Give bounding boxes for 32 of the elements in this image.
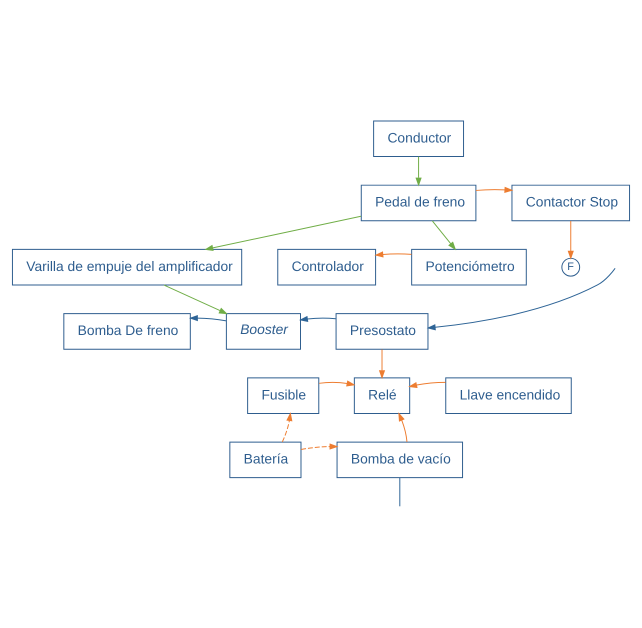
- node-box: Varilla de empuje del amplificador: [12, 248, 242, 286]
- node-box: Controlador: [277, 248, 376, 286]
- arrow: [188, 314, 227, 322]
- arrow: [300, 443, 338, 450]
- node-box: Relé: [354, 377, 410, 414]
- node-box: Bomba de vacío: [336, 442, 464, 478]
- node-box: Batería: [229, 442, 302, 478]
- arrow: [374, 251, 412, 258]
- node-box: Potenciómetro: [411, 248, 527, 286]
- node-box: Pedal de freno: [360, 184, 476, 222]
- node-box: Llave encendido: [445, 377, 572, 414]
- connector: [399, 477, 400, 507]
- arrow: [282, 412, 292, 442]
- arrow: [415, 156, 422, 186]
- node-box: Bomba De freno: [63, 313, 191, 350]
- arrow: [378, 348, 386, 380]
- node-box: Booster: [226, 313, 301, 350]
- node-box: Presostato: [336, 313, 428, 350]
- arrow: [299, 316, 336, 322]
- node-circle: F: [561, 258, 580, 277]
- arrow: [568, 220, 574, 260]
- node-box: Conductor: [373, 120, 464, 158]
- node-box: Contactor Stop: [511, 184, 630, 222]
- arrow: [432, 220, 456, 250]
- arrow: [204, 216, 362, 251]
- arrow: [475, 186, 514, 193]
- arrow: [426, 268, 616, 330]
- arrow: [398, 412, 408, 442]
- arrow: [163, 284, 228, 314]
- node-box: Fusible: [247, 377, 320, 414]
- arrow: [318, 380, 356, 386]
- arrow: [408, 382, 446, 388]
